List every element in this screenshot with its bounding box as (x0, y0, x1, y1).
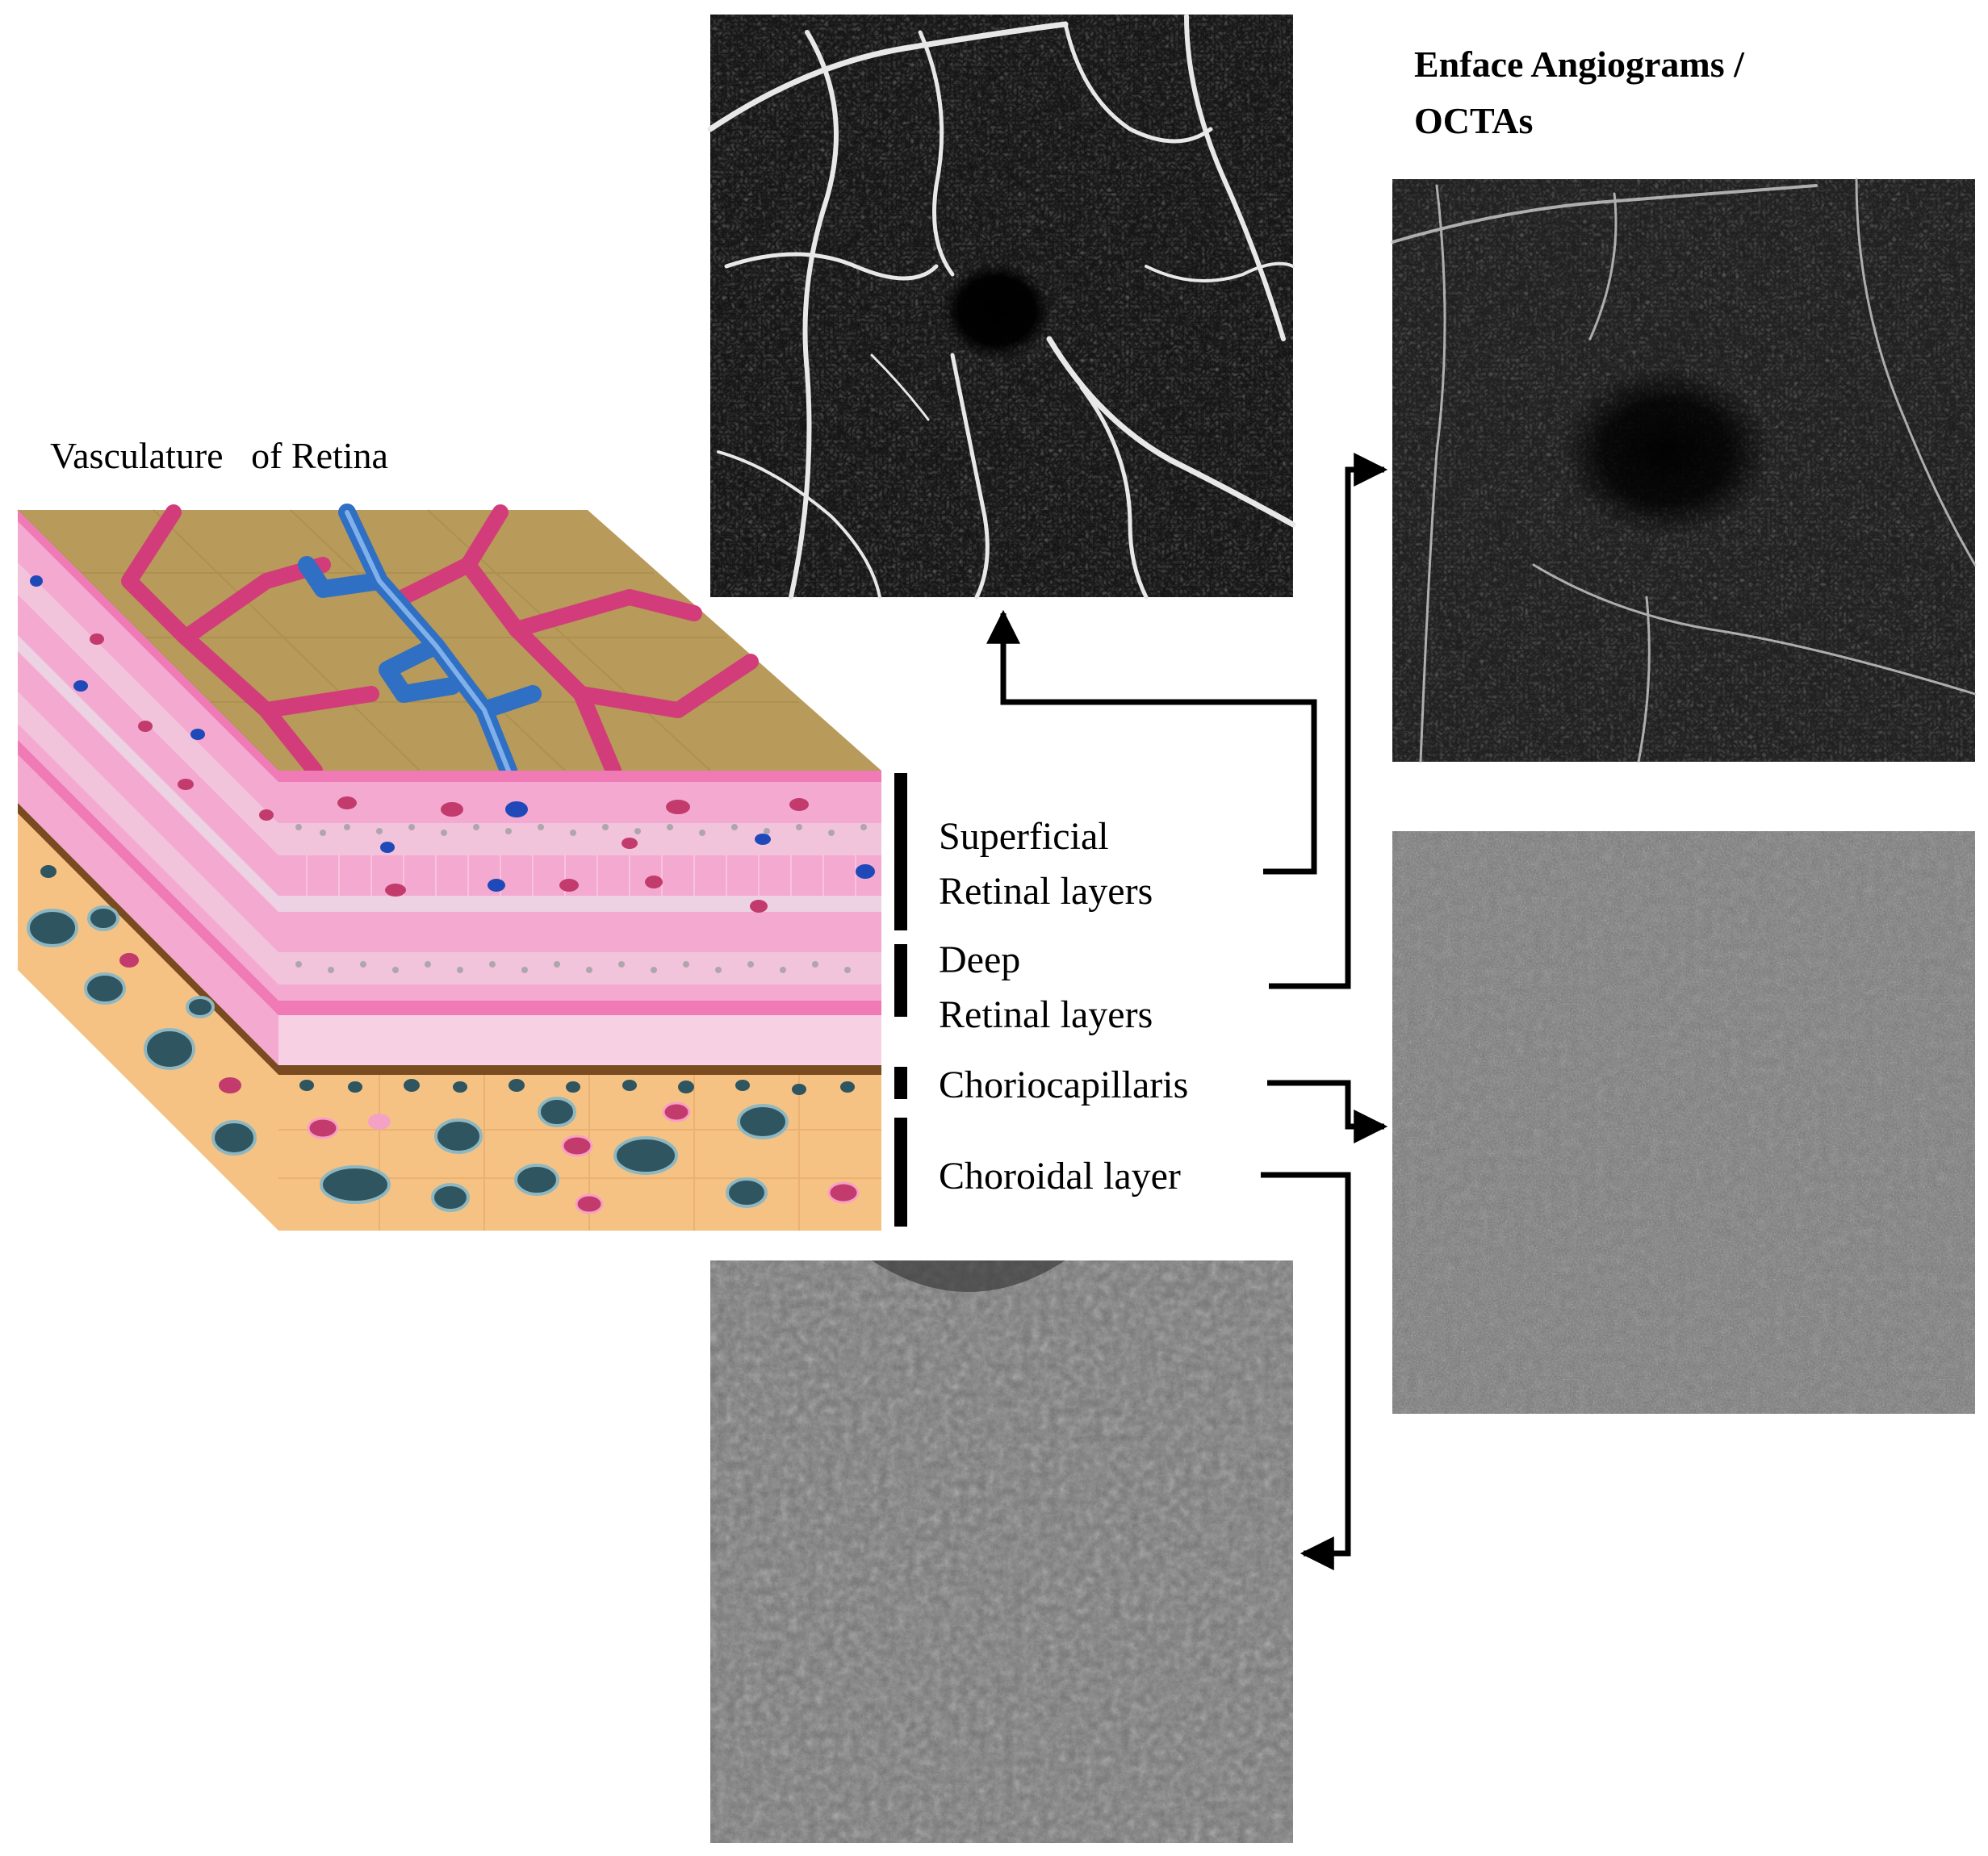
octa-deep-image (1391, 178, 1977, 763)
retina-cross-section-vessels (30, 575, 875, 913)
label-choriocapillaris: Choriocapillaris (939, 1064, 1188, 1106)
layer-brackets (894, 773, 907, 1227)
octa-choroidal-image (710, 1260, 1293, 1843)
arrow-deep (1269, 453, 1388, 989)
label-deep-line-1: Deep (939, 938, 1020, 981)
bracket-choriocapillaris (894, 1067, 907, 1099)
bracket-choroidal (894, 1118, 907, 1227)
arrow-choriocapillaris (1267, 1080, 1388, 1143)
octa-choriocapillaris-image (1392, 831, 1975, 1414)
bracket-deep (894, 944, 907, 1017)
octa-superficial-image (707, 14, 1296, 600)
label-choroidal: Choroidal layer (939, 1155, 1181, 1198)
label-superficial-line-1: Superficial (939, 815, 1109, 858)
arrow-superficial (986, 609, 1317, 875)
diagram-title: Vasculature of Retina (50, 435, 388, 476)
heading-line-2: OCTAs (1414, 100, 1533, 141)
label-deep-line-2: Retinal layers (939, 993, 1153, 1036)
choriocapillaris-vessels (299, 1079, 855, 1095)
retina-layer-stripes (278, 771, 881, 1065)
label-superficial-line-2: Retinal layers (939, 870, 1153, 913)
connector-arrows (986, 453, 1388, 1570)
retina-block-illustration (17, 504, 881, 1231)
bracket-superficial (894, 773, 907, 930)
choroid-side-left (18, 813, 278, 1231)
arrow-choroidal (1261, 1172, 1351, 1570)
choroidal-vessels (27, 865, 860, 1214)
heading-line-1: Enface Angiograms / (1414, 44, 1745, 85)
